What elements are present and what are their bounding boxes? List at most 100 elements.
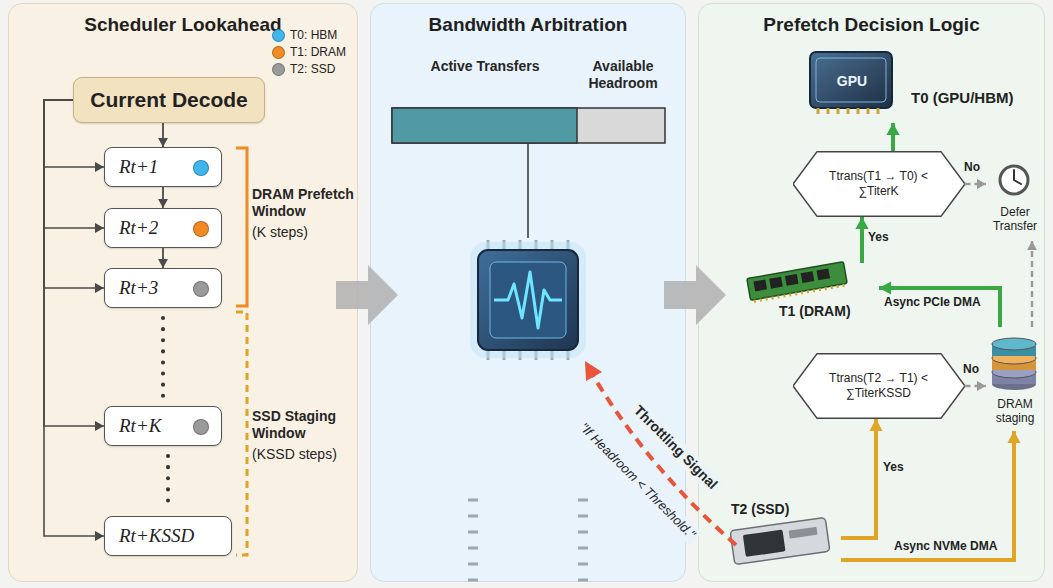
chip-pin bbox=[578, 515, 588, 518]
gpu-pins bbox=[818, 108, 878, 114]
node-label: DRAM staging bbox=[986, 397, 1044, 426]
chip-pin bbox=[567, 350, 570, 360]
arrowhead bbox=[158, 199, 168, 208]
flow-arrow bbox=[664, 265, 726, 325]
arrowhead bbox=[977, 381, 986, 391]
staging-stack bbox=[992, 338, 1036, 390]
edge-label: Yes bbox=[883, 460, 904, 474]
node-label: GPU bbox=[811, 73, 893, 90]
node-label: T0 (GPU/HBM) bbox=[911, 89, 1043, 107]
legend-row: T0: HBM bbox=[272, 28, 337, 42]
request-box: Rt+3 bbox=[104, 268, 222, 308]
chip-pin bbox=[578, 547, 588, 550]
decision-diamond: Ttrans(T2 → T1) < ∑TiterKSSD bbox=[793, 353, 965, 419]
connector bbox=[879, 288, 1000, 327]
node-label: Defer Transfer bbox=[986, 205, 1044, 234]
box-label: Rt+2 bbox=[119, 217, 158, 239]
dram-window-bracket bbox=[236, 148, 247, 306]
process-box: Current Decode bbox=[73, 77, 265, 123]
ssd-window-bracket bbox=[236, 312, 247, 555]
connector bbox=[44, 100, 104, 426]
connector bbox=[841, 419, 876, 538]
arrowhead bbox=[886, 123, 899, 135]
gpu-inner bbox=[816, 58, 886, 102]
bar-link bbox=[527, 143, 529, 238]
connector bbox=[44, 100, 104, 228]
box-label: Current Decode bbox=[90, 88, 248, 112]
tier-dot bbox=[193, 221, 209, 237]
chip-core bbox=[490, 262, 566, 338]
tier-dot bbox=[193, 160, 209, 176]
panel-title: Prefetch Decision Logic bbox=[699, 14, 1044, 36]
throttling-arrowhead bbox=[585, 361, 602, 381]
arrowhead bbox=[95, 162, 104, 172]
chip-pin bbox=[519, 240, 522, 250]
chip-pin bbox=[578, 531, 588, 534]
waveform bbox=[494, 272, 562, 328]
arrowhead bbox=[158, 138, 168, 147]
chip-pin bbox=[535, 350, 538, 360]
defer-node: Defer Transfer bbox=[986, 161, 1044, 241]
decision-diamond: Ttrans(T1 → T0) < ∑TiterK bbox=[793, 151, 965, 217]
arrowhead bbox=[879, 281, 891, 294]
chip-pin bbox=[468, 515, 478, 518]
panel: Prefetch Decision LogicGPU T0 (GPU/HBM) Tt… bbox=[698, 3, 1045, 582]
ssd-icon bbox=[730, 517, 830, 564]
legend-text: T2: SSD bbox=[290, 62, 335, 76]
request-box: Rt+K bbox=[104, 406, 222, 446]
connector bbox=[841, 431, 1014, 560]
connector bbox=[965, 183, 987, 186]
node-label: T2 (SSD) bbox=[731, 501, 831, 518]
chip-pin bbox=[578, 499, 588, 502]
chip-pin bbox=[468, 531, 478, 534]
headroom-bar bbox=[392, 108, 665, 143]
active-bar bbox=[392, 108, 577, 143]
connector bbox=[162, 123, 164, 147]
box-label: Rt+3 bbox=[119, 277, 158, 299]
arrowhead bbox=[95, 531, 104, 541]
edge-label: Async PCIe DMA bbox=[884, 295, 981, 309]
legend-text: T1: DRAM bbox=[290, 45, 346, 59]
tier-node: T2 (SSD) bbox=[723, 501, 841, 576]
chip-pin bbox=[503, 350, 506, 360]
arrowhead bbox=[95, 421, 104, 431]
chip-pin bbox=[567, 240, 570, 250]
arrowhead bbox=[855, 217, 868, 229]
panel-title: Bandwidth Arbitration bbox=[371, 14, 685, 36]
legend-text: T0: HBM bbox=[290, 28, 337, 42]
tier-dot bbox=[193, 281, 209, 297]
chip-pin bbox=[487, 350, 490, 360]
ram-stick bbox=[747, 262, 848, 304]
legend-swatch bbox=[272, 29, 285, 42]
box-label: Rt+K bbox=[119, 415, 161, 437]
arrowhead bbox=[1027, 241, 1037, 250]
legend-row: T1: DRAM bbox=[272, 45, 346, 59]
decision-text: Ttrans(T1 → T0) < ∑TiterK bbox=[823, 169, 935, 199]
annotation: (KSSD steps) bbox=[252, 446, 356, 463]
chip-pin bbox=[468, 563, 478, 566]
arrowhead bbox=[158, 259, 168, 268]
arrowhead bbox=[869, 419, 882, 431]
chip-pin bbox=[468, 499, 478, 502]
request-box: Rt+1 bbox=[104, 147, 222, 187]
arbiter-chip bbox=[478, 250, 578, 350]
decision-text: Ttrans(T2 → T1) < ∑TiterKSSD bbox=[823, 371, 935, 401]
annotation: SSD Staging Window bbox=[252, 408, 356, 442]
connector bbox=[44, 100, 104, 288]
connector bbox=[1031, 241, 1034, 327]
connector bbox=[162, 248, 164, 268]
chip-glow bbox=[470, 242, 586, 358]
node-label: T1 (DRAM) bbox=[779, 303, 879, 320]
tier-node: T1 (DRAM) bbox=[739, 263, 879, 321]
connector bbox=[860, 217, 864, 263]
annotation: DRAM Prefetch Window bbox=[252, 186, 356, 220]
edge-label: No bbox=[963, 362, 979, 376]
connector bbox=[44, 100, 104, 167]
chip-pin bbox=[519, 350, 522, 360]
legend-row: T2: SSD bbox=[272, 62, 335, 76]
connector bbox=[965, 385, 987, 388]
chip-pin bbox=[578, 563, 588, 566]
flow-arrow bbox=[336, 265, 398, 325]
connector bbox=[44, 100, 104, 536]
legend-swatch bbox=[272, 63, 285, 76]
